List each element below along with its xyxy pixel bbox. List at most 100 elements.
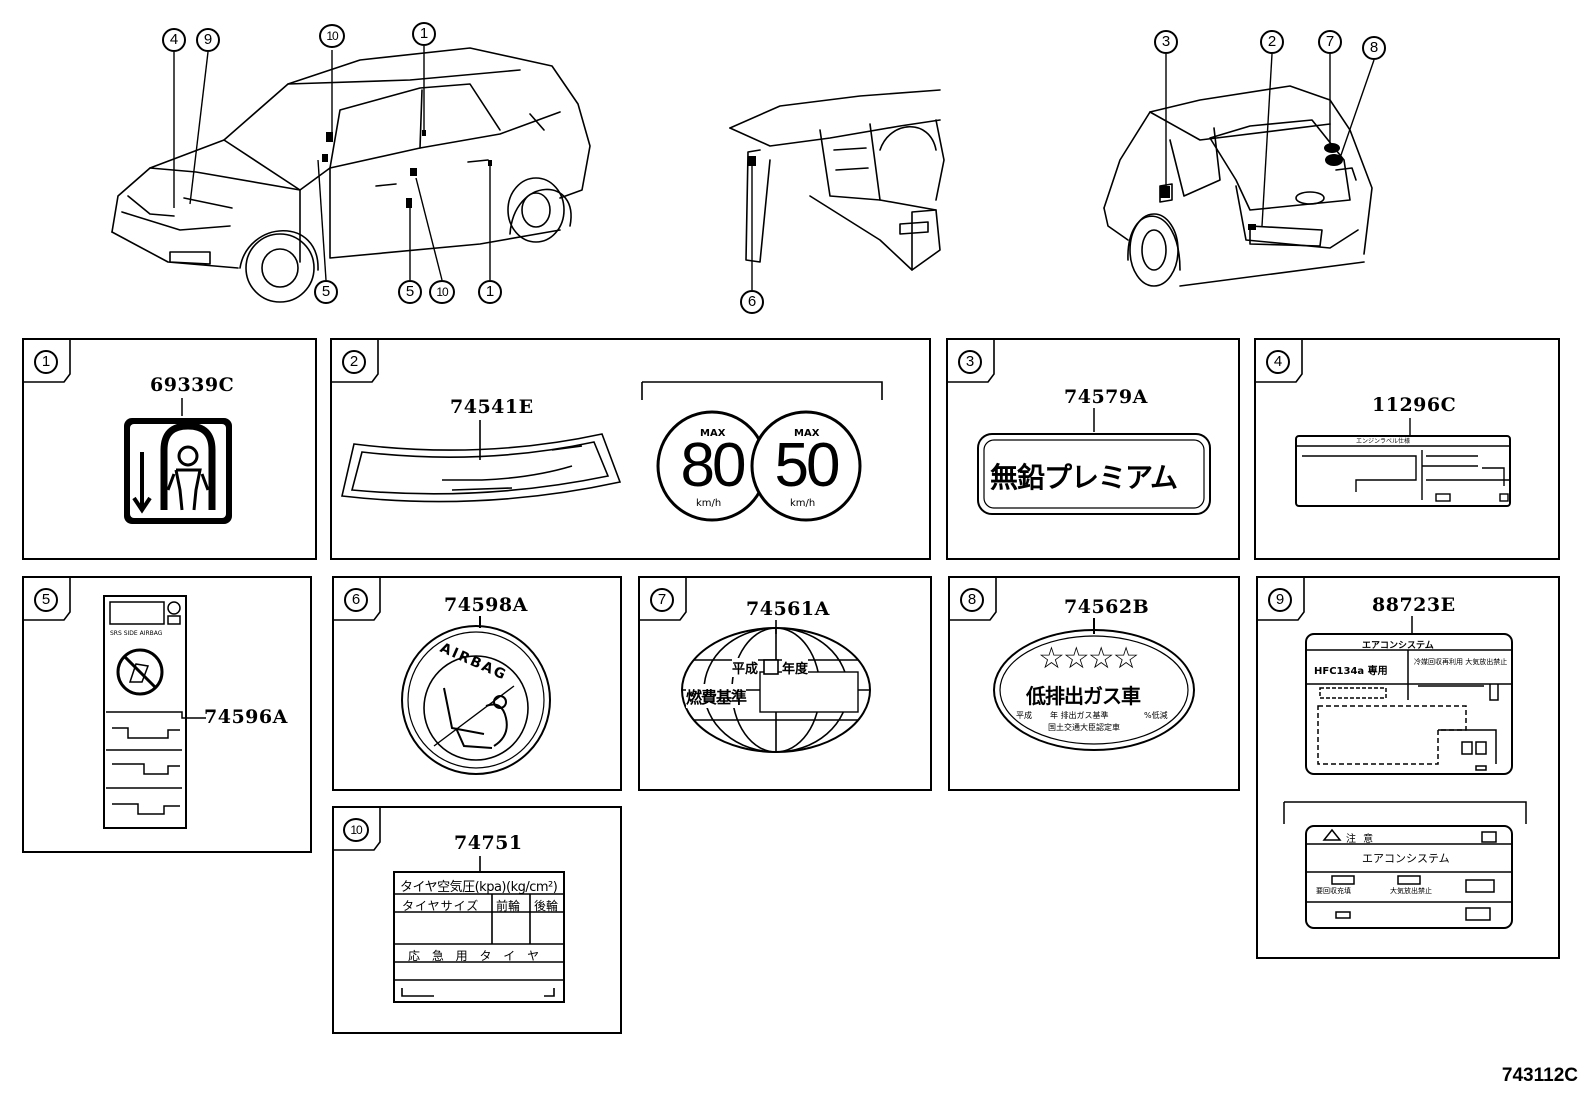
panel-2: 2 74541E MAX 80 km/h MAX 50 km/h xyxy=(330,338,931,560)
fuel-economy-standard-label: 燃費基準 xyxy=(686,684,747,708)
panel-number: 9 xyxy=(1268,588,1292,612)
low-emission-year: 平成 xyxy=(1016,711,1032,720)
panel-number-tab xyxy=(24,340,71,383)
rear-tire-header: 後輪 xyxy=(534,899,559,913)
panel-number: 5 xyxy=(34,588,58,612)
part-number: 69339C xyxy=(150,374,235,396)
panel-number-tab xyxy=(640,578,687,621)
panel-7: 7 74561A 平成 年度 燃費基準 xyxy=(638,576,932,791)
ac-caution-text: 大気放出禁止 xyxy=(1390,887,1432,895)
dashboard-drawing xyxy=(729,89,945,271)
ac-label-refrigerant: HFC134a 専用 xyxy=(1314,666,1388,677)
ac-label-drawings xyxy=(1283,616,1527,929)
panel-number-tab xyxy=(334,808,381,851)
callout-bubble: 7 xyxy=(1318,30,1342,54)
ac-caution-title: エアコンシステム xyxy=(1362,852,1450,865)
panel-3: 3 74579A 無鉛プレミアム xyxy=(946,338,1240,560)
panel-8: 8 74562B ☆☆☆☆ 低排出ガス車 平成 年 排出ガス基準 %低減 国土交… xyxy=(948,576,1240,791)
label-markers xyxy=(322,130,1343,230)
speed-sign-unit: km/h xyxy=(790,498,816,509)
speed-signs xyxy=(656,410,862,522)
callout-bubble: 4 xyxy=(162,28,186,52)
panel-5: 5 SRS SIDE AIRBAG 74596A xyxy=(22,576,312,853)
panel-6: 6 74598A AIRBAG xyxy=(332,576,622,791)
speed-sign-value: 80 xyxy=(680,431,747,500)
callout-bubble: 10 xyxy=(429,280,455,304)
callout-bubble: 3 xyxy=(1154,30,1178,54)
part-number: 74598A xyxy=(444,594,528,616)
ac-caution-text: 要回収充填 xyxy=(1316,887,1351,895)
tire-label-title: タイヤ空気圧(kpa)(kg/cm²) xyxy=(400,880,558,895)
ac-label-title: エアコンシステム xyxy=(1362,641,1434,651)
car-rear-view-drawing xyxy=(1103,85,1373,287)
side-airbag-label-drawing xyxy=(103,595,206,829)
speed-sign-max: MAX xyxy=(700,428,726,439)
panel-number: 4 xyxy=(1266,350,1290,374)
engine-label-drawing xyxy=(1295,418,1511,507)
airbag-warning-label xyxy=(401,616,551,775)
tire-pressure-label-grid xyxy=(393,856,565,1003)
spare-tire-row: 応 急 用 タ イ ヤ xyxy=(408,949,544,963)
car-front-view-drawing xyxy=(111,47,591,303)
diagram-code: 743112C xyxy=(1501,1065,1578,1086)
low-emission-standard: 年 排出ガス基準 xyxy=(1050,711,1109,720)
child-lock-label-icon xyxy=(124,398,232,524)
panel-number: 8 xyxy=(960,588,984,612)
low-emission-label-frame xyxy=(993,618,1195,751)
panel-number-tab xyxy=(334,578,381,621)
fuel-economy-year-label: 年度 xyxy=(782,658,809,677)
callout-bubble: 6 xyxy=(740,290,764,314)
part-number: 11296C xyxy=(1372,394,1457,416)
panel-number-tab xyxy=(332,340,379,383)
speed-sign-max: MAX xyxy=(794,428,820,439)
engine-label-header: エンジンラベル仕様 xyxy=(1356,438,1411,445)
panel-10: 10 74751 タイヤ空気圧(kpa)(kg/cm²) タイヤサイズ 前輪 後… xyxy=(332,806,622,1034)
low-emission-reduction: %低減 xyxy=(1144,711,1168,720)
part-number: 74561A xyxy=(746,598,830,620)
speed-sign-unit: km/h xyxy=(696,498,722,509)
speed-sign-value: 50 xyxy=(774,431,841,500)
fuel-label-text: 無鉛プレミアム xyxy=(990,461,1178,494)
callout-bubble: 2 xyxy=(1260,30,1284,54)
part-number: 74541E xyxy=(450,396,534,418)
panel-number-tab xyxy=(1256,340,1303,383)
callout-bubble: 9 xyxy=(196,28,220,52)
ac-caution-label: 注 意 xyxy=(1346,834,1376,845)
callout-bubble: 10 xyxy=(319,24,345,48)
panel-4: 4 11296C エンジンラベル仕様 xyxy=(1254,338,1560,560)
panel-number: 10 xyxy=(343,818,369,842)
vehicle-illustrations xyxy=(111,46,1375,303)
fuel-economy-year-label: 平成 xyxy=(732,658,759,677)
low-emission-title: 低排出ガス車 xyxy=(1026,684,1141,708)
panel-number: 3 xyxy=(958,350,982,374)
panel-number-tab xyxy=(24,578,71,621)
panel-1: 1 69339C xyxy=(22,338,317,560)
panel-number-tab xyxy=(1258,578,1305,621)
callout-bubble: 1 xyxy=(412,22,436,46)
panel-number: 1 xyxy=(34,350,58,374)
ac-label-warning: 冷媒回収再利用 大気放出禁止 xyxy=(1414,658,1508,666)
panel-number: 2 xyxy=(342,350,366,374)
callout-bubble: 1 xyxy=(478,280,502,304)
callout-bubble: 5 xyxy=(398,280,422,304)
callout-bubble: 5 xyxy=(314,280,338,304)
panel-number: 6 xyxy=(344,588,368,612)
low-emission-certification: 国土交通大臣認定車 xyxy=(1048,723,1120,732)
windshield-label-drawing xyxy=(341,381,883,503)
panel-number-tab xyxy=(948,340,995,383)
front-tire-header: 前輪 xyxy=(496,899,521,913)
panel-number-tab xyxy=(950,578,997,621)
fuel-economy-globe-label xyxy=(681,620,871,753)
callout-bubble: 8 xyxy=(1362,36,1386,60)
low-emission-stars: ☆☆☆☆ xyxy=(1038,641,1140,676)
panel-9: 9 88723E xyxy=(1256,576,1560,959)
part-number: 74596A xyxy=(204,706,288,728)
part-number: 74562B xyxy=(1064,596,1150,618)
part-number: 74579A xyxy=(1064,386,1148,408)
tire-size-header: タイヤサイズ xyxy=(402,899,480,913)
part-number: 74751 xyxy=(454,832,523,854)
panel-number: 7 xyxy=(650,588,674,612)
side-airbag-label-text: SRS SIDE AIRBAG xyxy=(110,630,163,637)
fuel-label-frame xyxy=(977,408,1211,515)
